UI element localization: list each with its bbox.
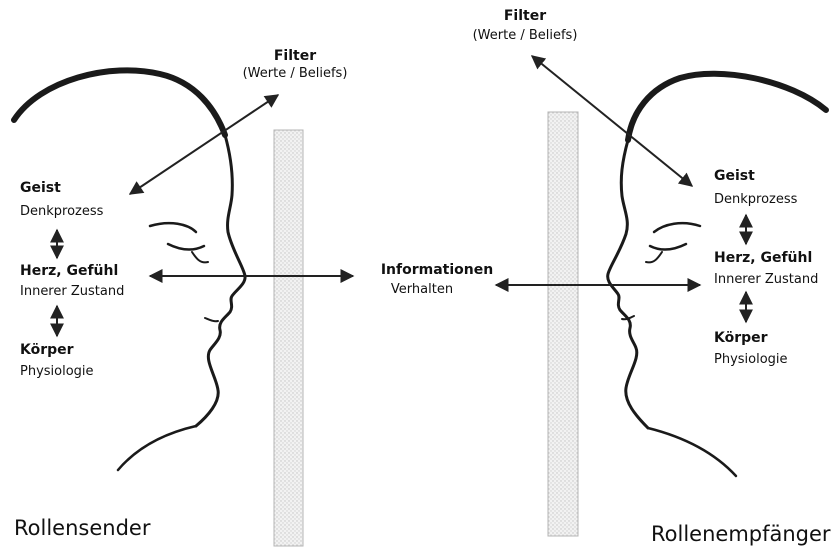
right-geist-subtitle: Denkprozess xyxy=(714,192,797,208)
left-geist-subtitle: Denkprozess xyxy=(20,204,103,220)
right-screen xyxy=(548,112,578,536)
left-herz-title: Herz, Gefühl xyxy=(20,263,118,279)
right-role-label: Rollenempfänger xyxy=(651,522,831,546)
left-role-label: Rollensender xyxy=(14,516,150,540)
left-filter-title: Filter xyxy=(240,48,350,64)
left-screen xyxy=(274,130,303,546)
left-koerper-title: Körper xyxy=(20,342,74,358)
right-koerper-title: Körper xyxy=(714,330,768,346)
right-herz-subtitle: Innerer Zustand xyxy=(714,272,818,288)
info-title: Informationen xyxy=(372,262,502,278)
right-filter-subtitle: (Werte / Beliefs) xyxy=(460,28,590,44)
info-subtitle: Verhalten xyxy=(372,282,472,298)
left-herz-subtitle: Innerer Zustand xyxy=(20,284,124,300)
left-filter-subtitle: (Werte / Beliefs) xyxy=(230,66,360,82)
right-filter-title: Filter xyxy=(470,8,580,24)
right-herz-title: Herz, Gefühl xyxy=(714,250,812,266)
right-geist-title: Geist xyxy=(714,168,755,184)
right-koerper-subtitle: Physiologie xyxy=(714,352,788,368)
left-koerper-subtitle: Physiologie xyxy=(20,364,94,380)
left-geist-title: Geist xyxy=(20,180,61,196)
left-filter-arrow xyxy=(130,95,278,194)
